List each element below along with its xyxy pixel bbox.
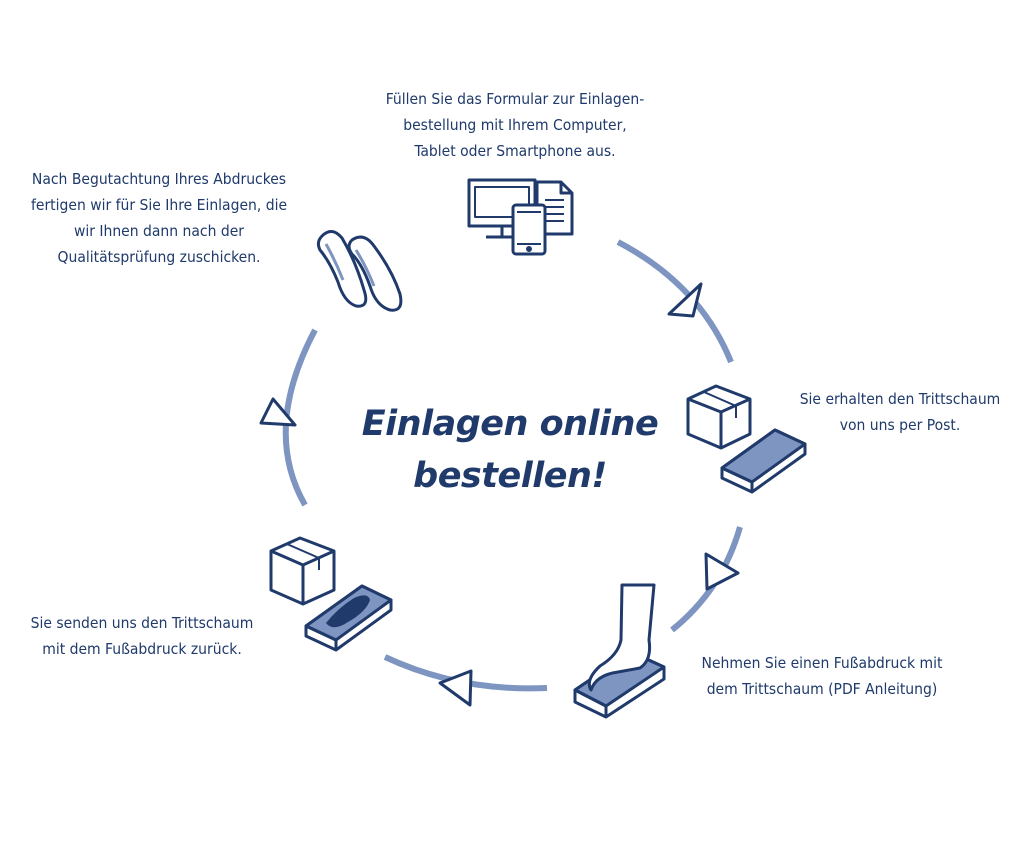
step-4-text: Sie senden uns den Trittschaum mit dem F… [4,610,280,662]
ring-arc-1 [616,239,734,364]
title-line-1: Einlagen online [361,404,659,444]
arrow-icon-3 [438,669,473,707]
title-line-2: bestellen! [413,456,607,496]
diagram-title: Einlagen online bestellen! [330,398,690,502]
step-3-line: dem Trittschaum (PDF Anleitung) [706,680,938,698]
step-3-text: Nehmen Sie einen Fußabdruck mit dem Trit… [672,650,972,702]
step-5-line: Nach Begutachtung Ihres Abdruckes [31,170,287,188]
step-1-text: Füllen Sie das Formular zur Einlagen- be… [340,86,690,164]
foot-impression-icon [573,583,666,719]
step-5-line: wir Ihnen dann nach der [73,222,245,240]
devices-icon [467,178,574,256]
step-2-line: von uns per Post. [839,416,961,434]
insoles-icon [316,230,403,312]
arrow-icon-1 [667,282,703,318]
step-1-line: Tablet oder Smartphone aus. [414,142,616,160]
step-5-line: fertigen wir für Sie Ihre Einlagen, die [30,196,288,214]
step-4-line: Sie senden uns den Trittschaum [30,614,254,632]
step-1-line: Füllen Sie das Formular zur Einlagen- [385,90,645,108]
step-4-line: mit dem Fußabdruck zurück. [42,640,242,658]
package-return-icon [269,536,393,652]
step-5-line: Qualitätsprüfung zuschicken. [57,248,261,266]
arrow-icon-2 [704,552,740,591]
step-1-line: bestellung mit Ihrem Computer, [403,116,627,134]
package-foam-icon [686,384,807,494]
step-2-text: Sie erhalten den Trittschaum von uns per… [776,386,1024,438]
arrow-icon-4 [259,397,297,427]
step-5-text: Nach Begutachtung Ihres Abdruckes fertig… [0,166,318,270]
step-2-line: Sie erhalten den Trittschaum [799,390,1001,408]
cycle-arrows [259,282,740,707]
step-3-line: Nehmen Sie einen Fußabdruck mit [701,654,943,672]
